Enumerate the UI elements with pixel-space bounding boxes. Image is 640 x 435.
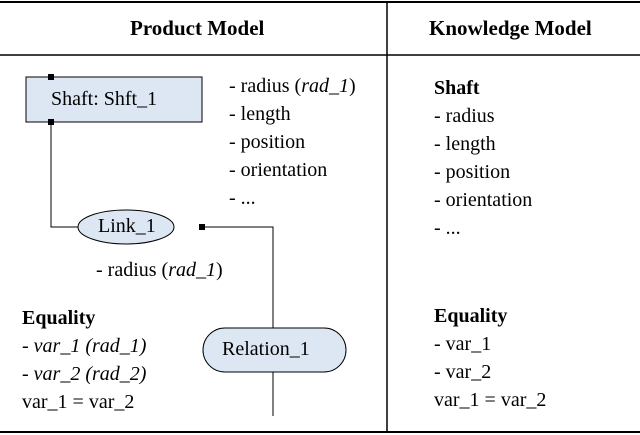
knowledge-shaft-item: - ...: [434, 217, 461, 239]
knowledge-equality-title: Equality: [434, 305, 508, 327]
relation-node: [202, 327, 347, 373]
knowledge-shaft-item: - position: [434, 161, 511, 183]
knowledge-shaft-title: Shaft: [434, 77, 480, 99]
header-product-model: Product Model: [130, 16, 265, 40]
shaft-attributes: - radius (rad_1) - length - position - o…: [229, 72, 356, 212]
shaft-attr-item: - radius (rad_1): [229, 75, 356, 97]
knowledge-shaft: Shaft - radius - length - position - ori…: [434, 74, 532, 242]
knowledge-equality: Equality - var_1 - var_2 var_1 = var_2: [434, 302, 546, 414]
relation-label: Relation_1: [222, 338, 310, 360]
link-label: Link_1: [98, 215, 156, 237]
product-equality-line: - var_2 (rad_2): [22, 363, 147, 385]
link-attribute: - radius (rad_1): [96, 259, 223, 281]
knowledge-shaft-item: - radius: [434, 105, 495, 127]
knowledge-equality-item: var_1 = var_2: [434, 389, 547, 411]
product-equality-line: - var_1 (rad_1): [22, 335, 147, 357]
shaft-attr-item: - position: [229, 131, 306, 153]
product-equality: Equality - var_1 (rad_1) - var_2 (rad_2)…: [22, 304, 146, 416]
knowledge-shaft-item: - orientation: [434, 189, 533, 211]
handle-shaft-top: [48, 74, 54, 80]
header-knowledge-model: Knowledge Model: [429, 16, 592, 40]
shaft-attr-item: - ...: [229, 187, 256, 209]
shaft-attr-item: - length: [229, 103, 291, 125]
connector-shaft-link: [50, 122, 80, 228]
shaft-attr-item: - orientation: [229, 159, 328, 181]
handle-link-right: [199, 224, 205, 230]
link-ellipse: [77, 209, 175, 245]
knowledge-shaft-item: - length: [434, 133, 496, 155]
product-equality-line: var_1 = var_2: [22, 391, 135, 413]
product-equality-title: Equality: [22, 307, 96, 329]
shaft-box-label: Shaft: Shft_1: [51, 88, 158, 110]
knowledge-equality-item: - var_2: [434, 361, 492, 383]
handle-shaft-bottom: [48, 119, 54, 125]
shaft-box: [25, 76, 203, 123]
knowledge-equality-item: - var_1: [434, 333, 492, 355]
